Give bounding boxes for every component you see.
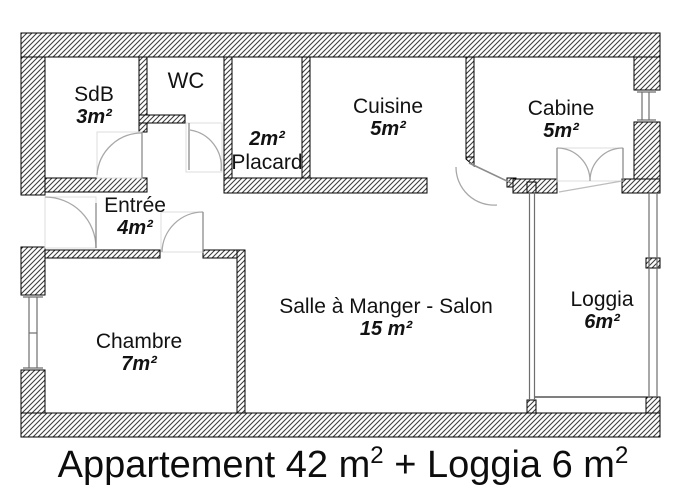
- wall-left-mid: [20, 246, 46, 296]
- room-label-cabine: Cabine 5m²: [528, 97, 595, 143]
- chambre-door: [161, 211, 204, 253]
- room-label-loggia: Loggia 6m²: [570, 288, 633, 334]
- wc-door-frame: [185, 122, 223, 173]
- chambre-window: [23, 296, 43, 369]
- caption-text-2: + Loggia 6 m: [383, 444, 615, 486]
- room-name: Cuisine: [352, 95, 424, 118]
- front-door: [44, 196, 97, 249]
- caption-superscript-1: 2: [370, 442, 384, 469]
- room-label-salon: Salle à Manger - Salon 15 m²: [279, 295, 493, 341]
- room-area: 5m²: [370, 118, 406, 140]
- plan-caption: Appartement 42 m2 + Loggia 6 m2: [57, 442, 629, 487]
- cuisine-door-arc: [455, 166, 498, 206]
- wall-chambre-top-left: [44, 249, 161, 259]
- front-door-frame: [44, 196, 97, 249]
- wall-sdb-wc-divider: [138, 56, 148, 133]
- room-name: SdB: [74, 83, 114, 106]
- wall-right-mid: [633, 121, 661, 180]
- cabine-window: [637, 91, 656, 121]
- wall-wc-bottom: [138, 114, 186, 124]
- wall-left-upper: [20, 56, 46, 196]
- cabine-door-right-arc: [589, 147, 624, 182]
- wall-top: [20, 32, 661, 58]
- room-label-sdb: SdB 3m²: [74, 83, 114, 129]
- room-area: 4m²: [117, 217, 153, 239]
- room-label-chambre: Chambre 7m²: [96, 330, 182, 376]
- room-label-cuisine: Cuisine 5m²: [353, 95, 423, 141]
- room-area: 6m²: [584, 311, 620, 333]
- room-area: 3m²: [76, 106, 112, 128]
- wc-door-arc: [189, 129, 222, 172]
- cabine-door-left-arc: [556, 147, 591, 182]
- room-name: Loggia: [570, 288, 634, 311]
- sdb-door-arc: [96, 132, 143, 176]
- wall-chambre-right: [236, 249, 246, 414]
- wall-loggia-right-pier: [645, 257, 661, 269]
- salon-loggia-partition: [528, 193, 536, 400]
- front-door-arc: [44, 196, 97, 249]
- room-area: 7m²: [121, 353, 157, 375]
- cuisine-door: [455, 162, 512, 206]
- room-label-entree: Entrée 4m²: [104, 194, 166, 240]
- wall-bottom: [20, 412, 661, 438]
- walls: [20, 32, 661, 438]
- wall-cabine-bottom-right: [621, 178, 661, 194]
- room-name: Entrée: [104, 194, 166, 217]
- cabine-double-door: [556, 147, 624, 193]
- wall-loggia-corner-block: [645, 396, 661, 414]
- caption-text-1: Appartement 42 m: [57, 444, 371, 486]
- wall-corridor-top: [223, 177, 428, 194]
- cabine-door-threshold: [558, 180, 623, 193]
- room-label-placard: 2m² Placard: [231, 128, 302, 174]
- wall-right-upper: [633, 56, 661, 91]
- caption-superscript-2: 2: [614, 442, 629, 469]
- room-name: Chambre: [95, 330, 183, 353]
- wall-partition-top-pier: [526, 181, 537, 194]
- wall-cuisine-cabine-divider: [465, 56, 475, 158]
- room-name: WC: [167, 68, 205, 93]
- wall-partition-bottom-pier: [526, 399, 537, 414]
- room-name: Salle à Manger - Salon: [279, 295, 493, 318]
- room-name: Cabine: [527, 97, 595, 120]
- doors: [44, 123, 624, 253]
- wall-placard-right: [301, 56, 311, 193]
- loggia-glazing: [535, 193, 658, 398]
- chambre-door-arc: [161, 211, 204, 253]
- sdb-door: [96, 132, 143, 178]
- room-area: 15 m²: [359, 318, 413, 340]
- wall-sdb-bottom: [44, 177, 148, 193]
- cuisine-door-leaf: [468, 162, 512, 184]
- wall-left-lower: [20, 369, 46, 414]
- windows: [23, 91, 658, 400]
- room-label-wc: WC: [168, 69, 205, 92]
- floor-plan-drawing: [20, 32, 661, 438]
- room-area: 2m²: [249, 128, 285, 150]
- room-name: Placard: [231, 151, 303, 174]
- room-area: 5m²: [543, 120, 579, 142]
- wc-door: [188, 123, 222, 172]
